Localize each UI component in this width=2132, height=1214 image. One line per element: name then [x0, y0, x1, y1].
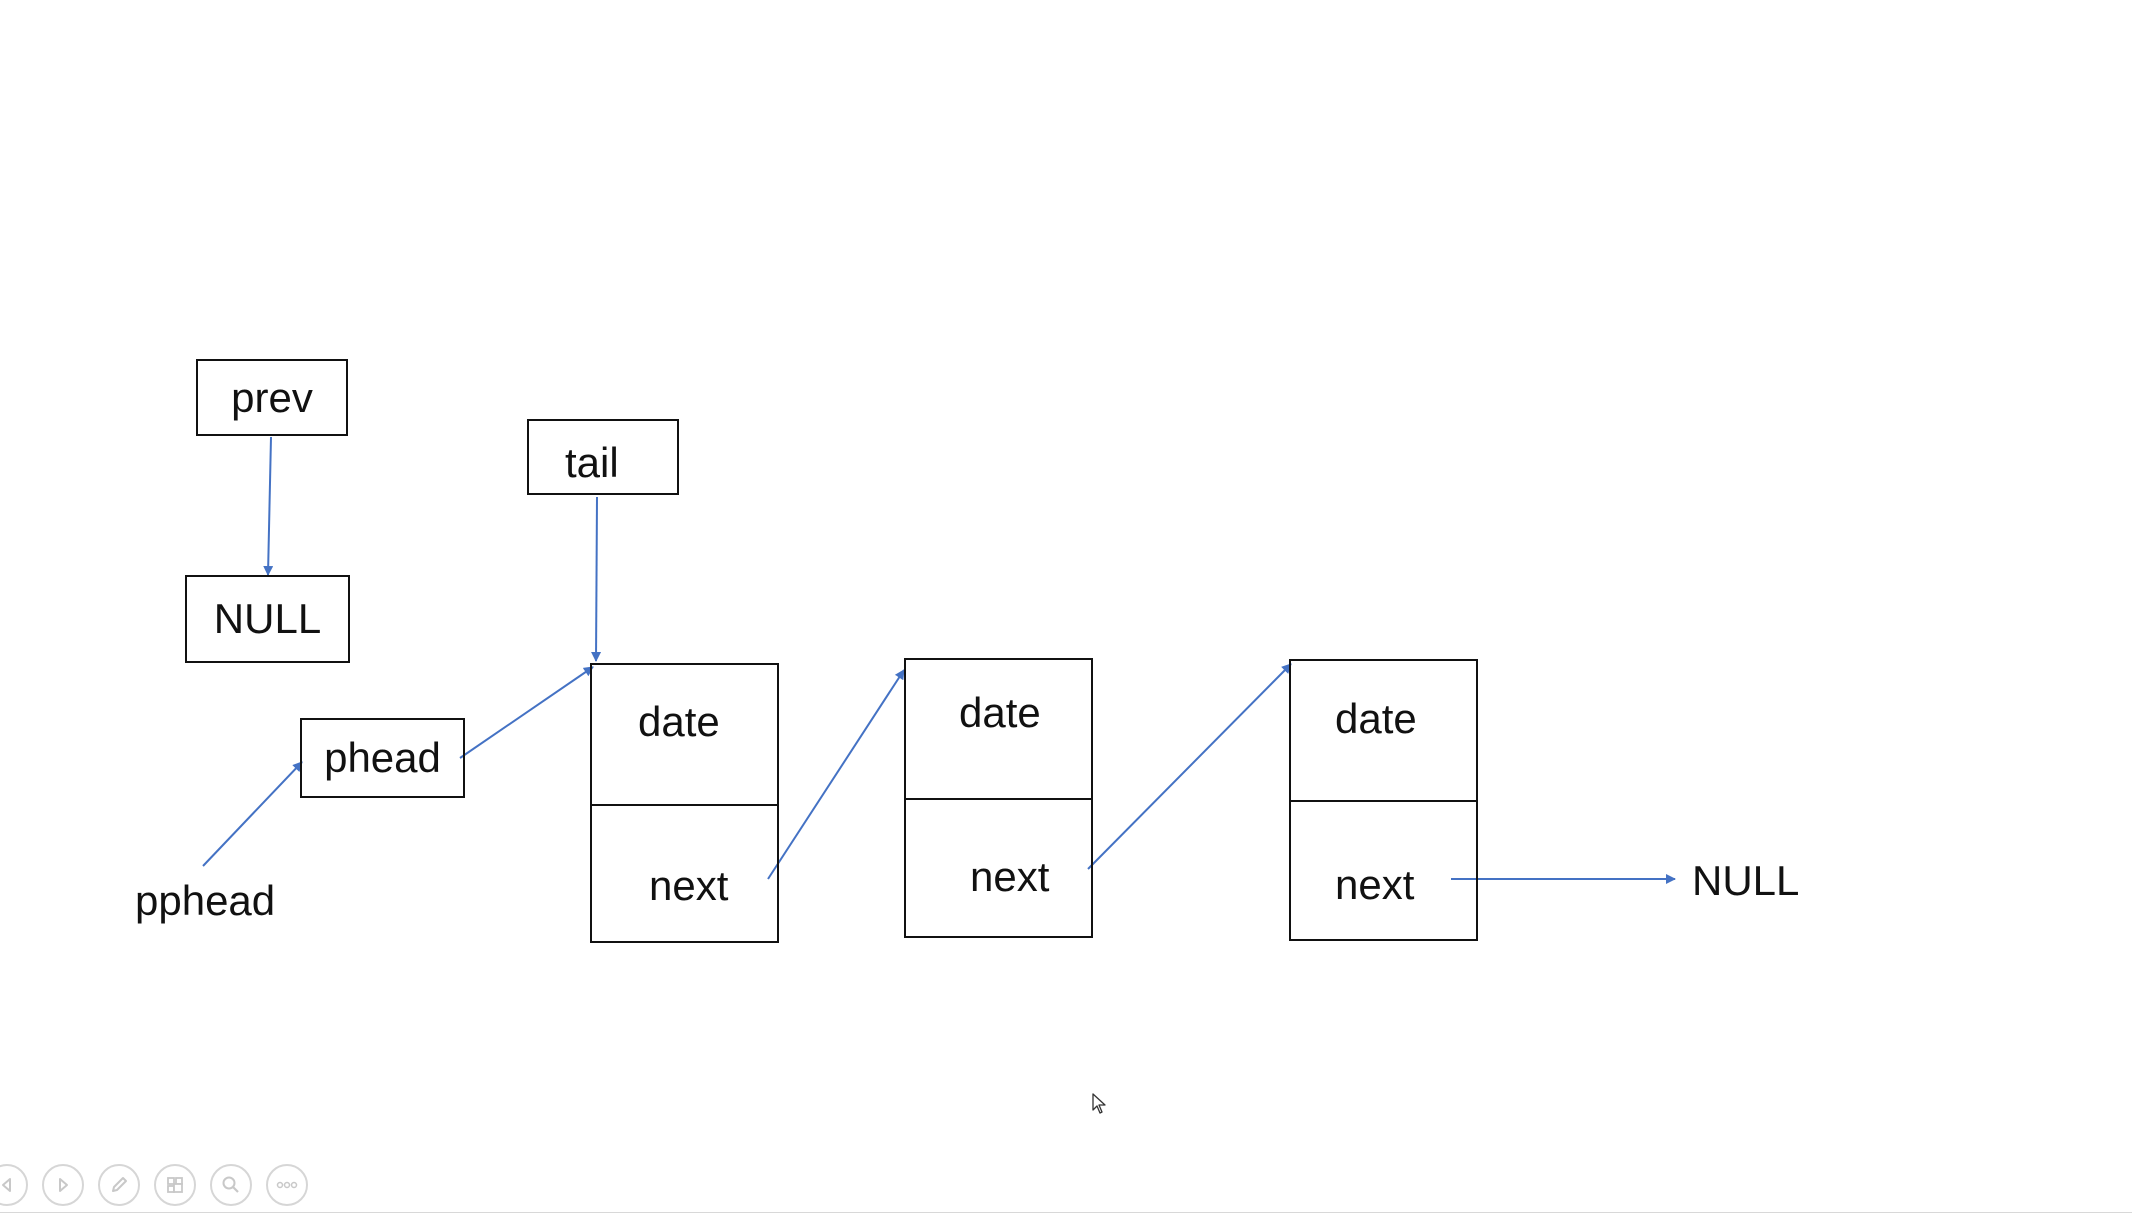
slide-overview-icon: [165, 1175, 185, 1195]
next-slide-icon: [54, 1176, 72, 1194]
mouse-cursor-icon: [1092, 1093, 1108, 1120]
node-next-label: next: [1335, 861, 1415, 908]
node-divider: [1291, 800, 1476, 802]
next-slide-button[interactable]: [42, 1164, 84, 1206]
null-box-label: NULL: [213, 595, 322, 642]
node-divider: [906, 798, 1091, 800]
node-data-label: date: [1335, 695, 1417, 742]
list-node-2: date next: [904, 658, 1093, 938]
previous-slide-icon: [0, 1176, 16, 1194]
arrow-phead-to-node1: [459, 666, 594, 759]
node-divider: [592, 804, 777, 806]
pphead-label: pphead: [135, 877, 276, 924]
arrow-node2-next-to-node3: [1087, 663, 1292, 870]
node-data-label: date: [959, 689, 1041, 736]
zoom-button[interactable]: [210, 1164, 252, 1206]
list-node-3: date next: [1289, 659, 1478, 941]
previous-slide-button[interactable]: [0, 1164, 28, 1206]
slideshow-toolbar: [0, 1164, 308, 1208]
prev-pointer-box: prev: [196, 359, 348, 436]
window-bottom-divider: [0, 1212, 2132, 1213]
node-data-label: date: [638, 698, 720, 745]
pen-icon: [109, 1175, 129, 1195]
arrow-tail-to-node1: [591, 496, 602, 662]
zoom-icon: [221, 1175, 241, 1195]
node-next-label: next: [970, 853, 1050, 900]
null-box: NULL: [185, 575, 350, 663]
phead-label: phead: [324, 734, 441, 781]
more-options-icon: [276, 1180, 298, 1190]
arrow-pphead-to-phead: [202, 761, 303, 867]
list-node-1: date next: [590, 663, 779, 943]
phead-pointer-box: phead: [300, 718, 465, 798]
prev-label: prev: [231, 373, 313, 421]
null-end-label: NULL: [1692, 857, 1800, 904]
more-options-button[interactable]: [266, 1164, 308, 1206]
tail-label: tail: [565, 439, 619, 486]
node-next-label: next: [649, 862, 729, 909]
arrow-prev-to-null: [263, 436, 274, 576]
slide-overview-button[interactable]: [154, 1164, 196, 1206]
tail-pointer-box: tail: [527, 419, 679, 495]
pen-button[interactable]: [98, 1164, 140, 1206]
arrow-node1-next-to-node2: [767, 669, 905, 880]
